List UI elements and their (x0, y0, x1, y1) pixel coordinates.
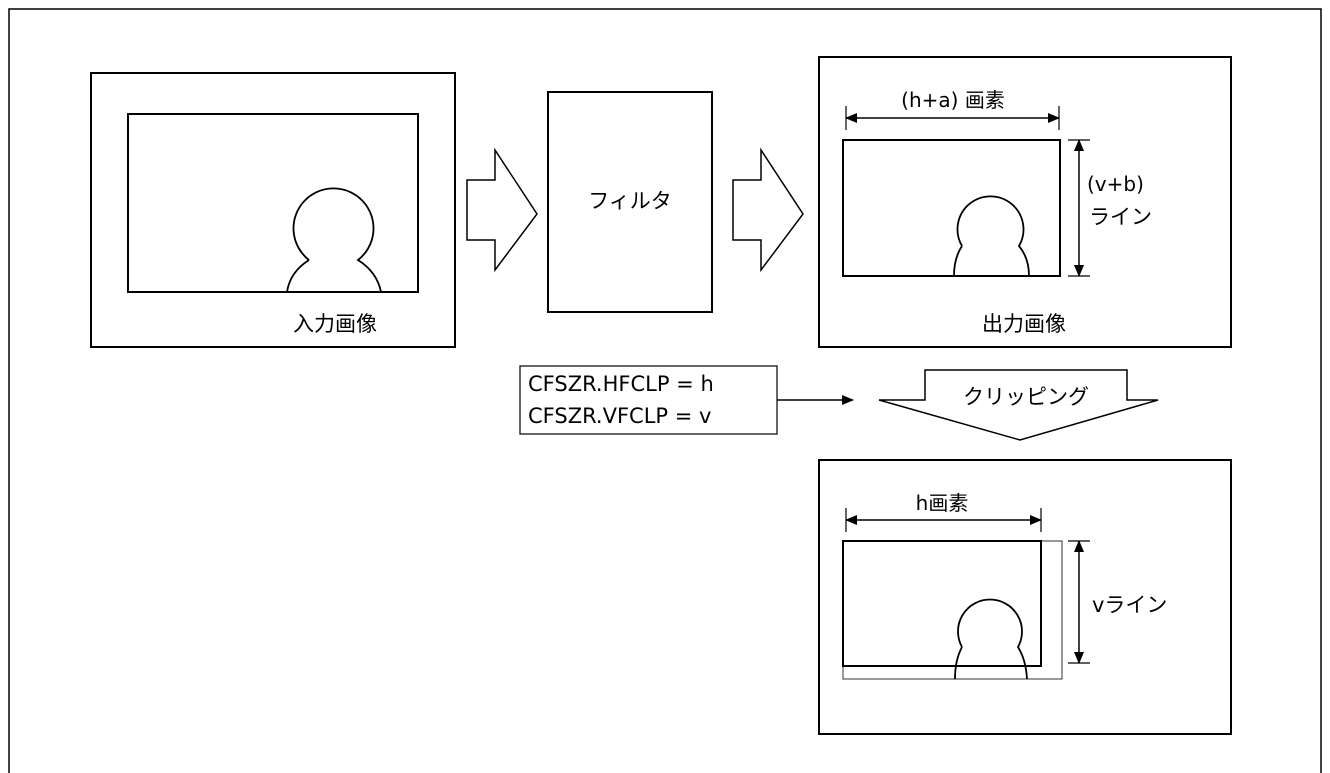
clipping-label: クリッピング (963, 385, 1089, 409)
original-extent (842, 540, 1063, 680)
input-image-content (127, 113, 419, 293)
output-width-label: (h+a) 画素 (901, 88, 1005, 112)
output-height-label-line2: ライン (1089, 205, 1152, 229)
register-settings: CFSZR.HFCLP = h CFSZR.VFCLP = v (519, 365, 854, 435)
filter-box (547, 91, 713, 313)
output-image-frame (818, 56, 1232, 348)
clipped-image-frame (818, 459, 1232, 735)
input-image: 入力画像 (90, 72, 456, 348)
block-arrow-right-2 (732, 147, 804, 273)
filter-block: フィルタ (547, 91, 713, 313)
input-image-frame (90, 72, 456, 348)
clipped-height-label: vライン (1092, 593, 1167, 617)
outer-frame (8, 8, 1322, 773)
clipping-block-arrow (878, 369, 1159, 441)
register-line2: CFSZR.VFCLP = v (528, 404, 711, 428)
output-image: (h+a) 画素 (v+b) ライン 出力画像 (818, 56, 1232, 348)
output-image-label: 出力画像 (982, 312, 1066, 336)
register-line1: CFSZR.HFCLP = h (528, 372, 714, 396)
block-arrow-right-1 (466, 147, 538, 273)
person-icon (953, 195, 1030, 277)
clipped-width-label: h画素 (916, 491, 969, 515)
filter-label: フィルタ (588, 189, 672, 213)
output-height-label-line1: (v+b) (1087, 172, 1144, 196)
output-image-content (842, 139, 1061, 277)
clipping-arrow: クリッピング (878, 369, 1159, 441)
clipped-region (842, 540, 1042, 667)
person-icon (286, 187, 382, 293)
clipped-image: h画素 vライン (818, 459, 1232, 735)
person-icon (954, 598, 1028, 680)
input-image-label: 入力画像 (293, 312, 377, 336)
